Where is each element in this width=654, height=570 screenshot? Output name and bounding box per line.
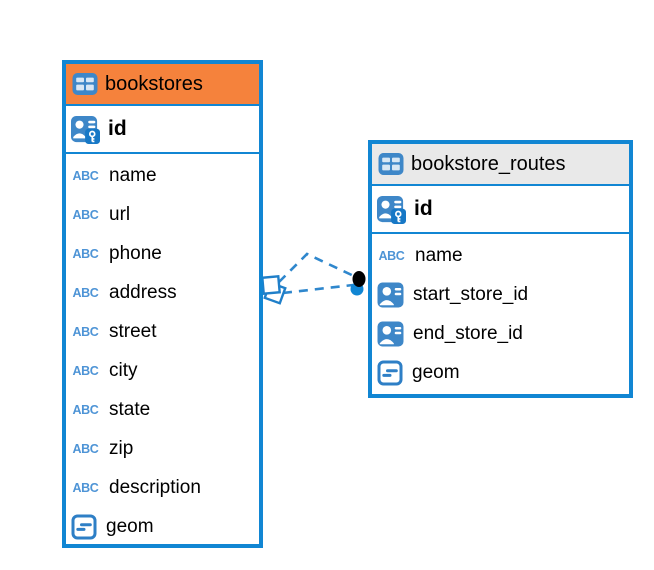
column-row[interactable]: ABC state (66, 390, 259, 429)
table-bookstore-routes[interactable]: bookstore_routes id ABC name start_store… (368, 140, 633, 398)
column-name: zip (109, 437, 134, 459)
text-type-icon: ABC (72, 324, 99, 339)
column-name: start_store_id (413, 283, 529, 305)
table-bookstores-fields: ABC name ABC url ABC phone ABC address A… (66, 154, 259, 548)
column-name: state (109, 398, 151, 420)
column-row[interactable]: ABC name (372, 236, 629, 275)
column-name: phone (109, 242, 162, 264)
column-name: street (109, 320, 157, 342)
column-name: id (108, 117, 127, 140)
text-type-icon: ABC (72, 402, 99, 417)
column-name: address (109, 281, 177, 303)
table-bookstores-header[interactable]: bookstores (66, 64, 259, 106)
text-type-icon: ABC (72, 363, 99, 378)
foreign-key-icon (377, 321, 404, 347)
column-row[interactable]: start_store_id (372, 275, 629, 314)
column-row[interactable]: ABC url (66, 195, 259, 234)
table-bookstore-routes-header[interactable]: bookstore_routes (372, 144, 629, 186)
column-name: description (109, 476, 201, 498)
table-icon (378, 152, 404, 176)
table-bookstores[interactable]: bookstores id ABC name ABC url ABC phone… (62, 60, 263, 548)
column-name: name (109, 164, 157, 186)
foreign-key-icon (377, 282, 404, 308)
column-name: name (415, 244, 463, 266)
column-row[interactable]: ABC name (66, 156, 259, 195)
column-row[interactable]: geom (372, 353, 629, 392)
text-type-icon: ABC (72, 207, 99, 222)
geometry-type-icon (71, 514, 97, 540)
relation-line-lower[interactable] (282, 283, 354, 295)
table-bookstore-routes-fields: ABC name start_store_id end_store_id ge (372, 234, 629, 394)
column-name: geom (412, 361, 460, 383)
relation-endpoint-squares[interactable] (261, 275, 287, 305)
column-row[interactable]: ABC zip (66, 429, 259, 468)
column-row-id[interactable]: id (66, 106, 259, 154)
text-type-icon: ABC (72, 285, 99, 300)
column-name: id (414, 197, 433, 220)
text-type-icon: ABC (72, 246, 99, 261)
column-name: city (109, 359, 138, 381)
column-row[interactable]: ABC city (66, 351, 259, 390)
column-row[interactable]: ABC phone (66, 234, 259, 273)
text-type-icon: ABC (72, 168, 99, 183)
column-row[interactable]: ABC description (66, 468, 259, 507)
text-type-icon: ABC (72, 480, 99, 495)
column-row[interactable]: end_store_id (372, 314, 629, 353)
primary-key-icon (377, 195, 406, 224)
relation-endpoint-dot-black[interactable] (352, 271, 366, 287)
relation-line-upper[interactable] (278, 252, 357, 283)
table-icon (72, 72, 98, 96)
column-row[interactable]: ABC address (66, 273, 259, 312)
column-name: end_store_id (413, 322, 523, 344)
column-row[interactable]: geom (66, 507, 259, 546)
column-name: url (109, 203, 131, 225)
geometry-type-icon (377, 360, 403, 386)
primary-key-icon (71, 115, 100, 144)
text-type-icon: ABC (72, 441, 99, 456)
column-row[interactable]: ABC street (66, 312, 259, 351)
column-row-id[interactable]: id (372, 186, 629, 234)
relation-square-front (261, 275, 281, 295)
table-name: bookstores (105, 72, 203, 95)
column-name: geom (106, 515, 154, 537)
table-name: bookstore_routes (411, 152, 566, 175)
text-type-icon: ABC (378, 248, 405, 263)
